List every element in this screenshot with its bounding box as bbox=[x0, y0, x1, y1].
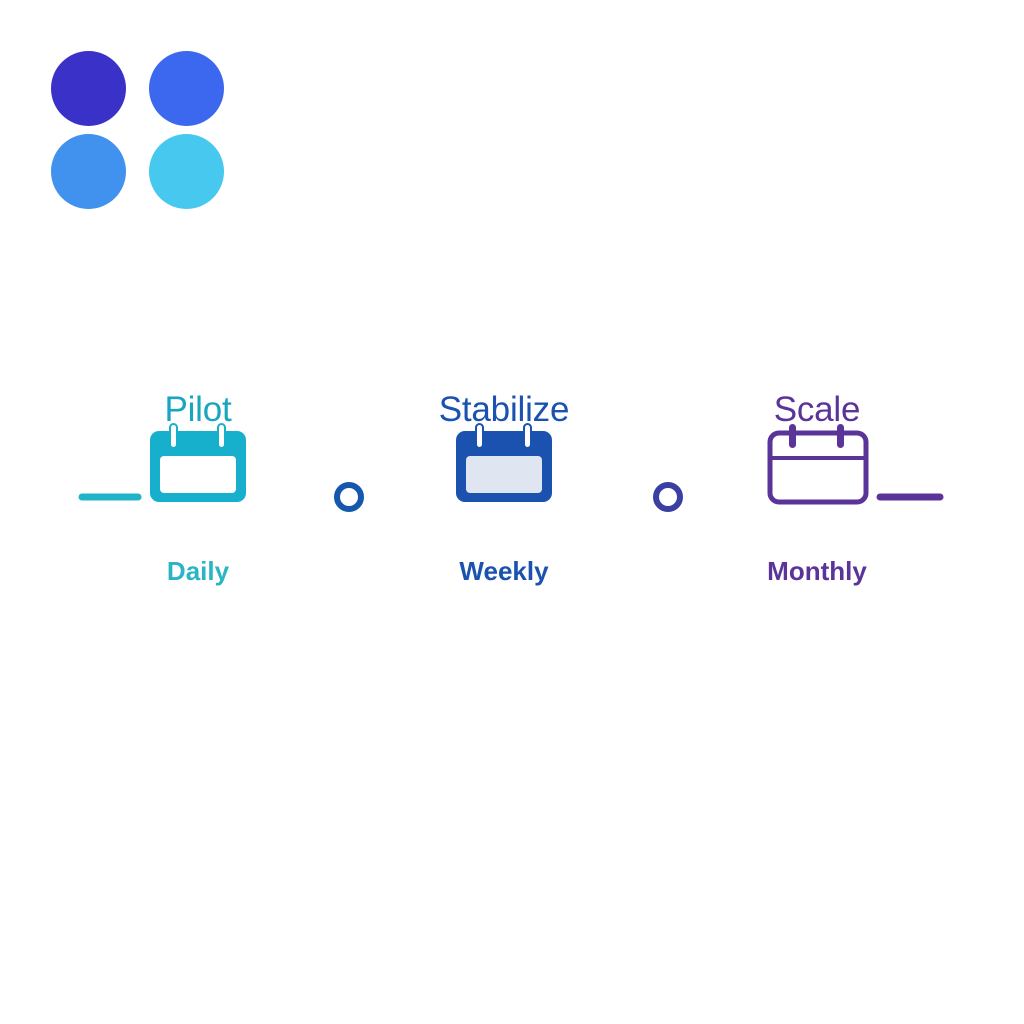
swatch-cyan bbox=[149, 134, 224, 209]
calendar-icon-stabilize[interactable] bbox=[456, 423, 552, 502]
stage-cadence-stabilize: Weekly bbox=[459, 556, 549, 586]
swatch-azure-blue bbox=[51, 134, 126, 209]
color-palette-swatches bbox=[51, 51, 224, 209]
calendar-icon-pilot[interactable] bbox=[150, 423, 246, 502]
swatch-indigo bbox=[51, 51, 126, 126]
timeline-graphics bbox=[78, 423, 944, 512]
stage-cadence-scale: Monthly bbox=[767, 556, 867, 586]
stage-cadence-pilot: Daily bbox=[166, 556, 230, 586]
stage-title-scale: Scale bbox=[773, 390, 861, 429]
stage-title-stabilize: Stabilize bbox=[438, 390, 570, 429]
stage-title-pilot: Pilot bbox=[164, 390, 232, 429]
connector-node-1 bbox=[334, 482, 364, 512]
calendar-icon-scale[interactable] bbox=[767, 424, 869, 505]
swatch-royal-blue bbox=[149, 51, 224, 126]
connector-node-2 bbox=[653, 482, 683, 512]
timeline-diagram: Pilot Stabilize Scale Daily Weekly Month… bbox=[0, 368, 1024, 598]
